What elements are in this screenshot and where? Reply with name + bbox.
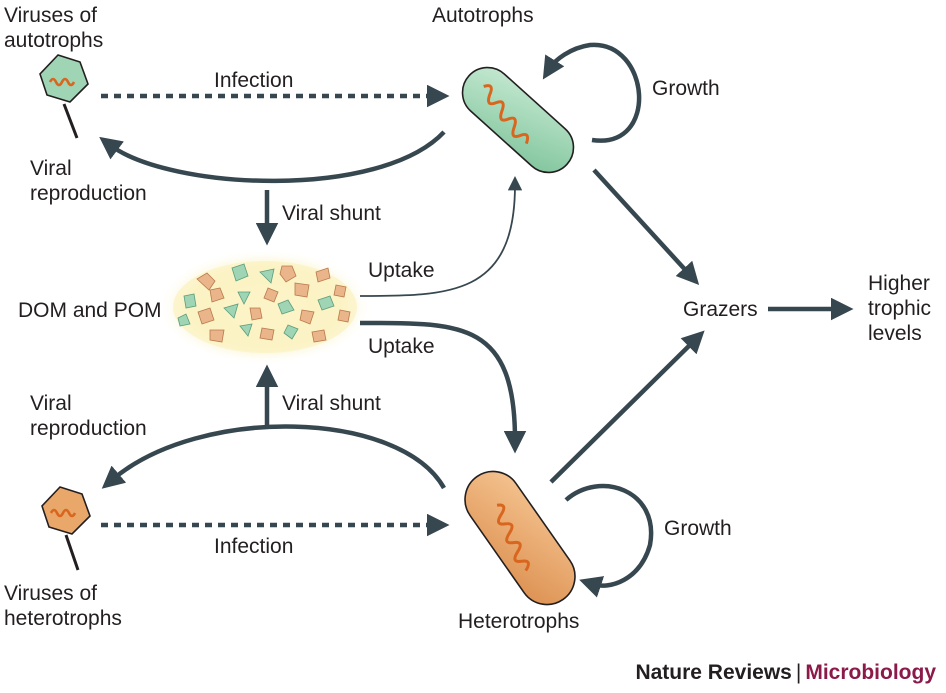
journal-section: Microbiology	[805, 661, 936, 684]
higher-trophic-label-line2: trophic	[868, 297, 931, 320]
growth-bottom-arrow	[564, 483, 654, 598]
grazers-label: Grazers	[683, 298, 758, 321]
viral-reproduction-top-label-line1: Viral	[30, 157, 72, 180]
viruses-autotrophs-label-line1: Viruses of	[4, 4, 97, 27]
growth-bottom-label: Growth	[664, 517, 732, 540]
heterotroph-virus-icon	[41, 486, 91, 571]
dom-pom-cloud-icon	[157, 249, 373, 365]
higher-trophic-label-line1: Higher	[868, 272, 930, 295]
autotroph-cell-icon	[461, 66, 575, 174]
uptake-top-arrow	[359, 176, 523, 297]
growth-top-label: Growth	[652, 77, 720, 100]
uptake-bottom-label: Uptake	[368, 335, 435, 358]
higher-trophic-label-line3: levels	[868, 322, 922, 345]
viral-shunt-top-label: Viral shunt	[282, 202, 381, 225]
uptake-bottom-arrow	[359, 320, 527, 454]
autotrophs-label: Autotrophs	[432, 4, 534, 27]
autotroph-virus-icon	[39, 54, 89, 139]
heterotroph-to-grazers-arrow	[549, 330, 705, 484]
dom-pom-label: DOM and POM	[18, 299, 162, 322]
growth-top-arrow	[542, 42, 642, 143]
infection-bottom-label: Infection	[214, 535, 293, 558]
viral-reproduction-top-arrow	[99, 130, 446, 184]
viruses-heterotrophs-label-line1: Viruses of	[4, 582, 97, 605]
infection-top-label: Infection	[214, 69, 293, 92]
viral-reproduction-top-label-line2: reproduction	[30, 182, 147, 205]
viruses-autotrophs-label-line2: autotrophs	[4, 29, 103, 52]
footer-separator: |	[795, 661, 802, 684]
heterotroph-cell-icon	[464, 470, 576, 606]
viruses-heterotrophs-label-line2: heterotrophs	[4, 607, 122, 630]
autotroph-to-grazers-arrow	[592, 168, 700, 285]
viral-reproduction-bottom-label-line1: Viral	[30, 392, 72, 415]
journal-name: Nature Reviews	[635, 661, 792, 684]
viral-shunt-bottom-label: Viral shunt	[282, 392, 381, 415]
journal-footer: Nature Reviews|Microbiology	[635, 661, 936, 685]
viral-reproduction-bottom-arrow	[101, 424, 446, 490]
heterotrophs-label: Heterotrophs	[458, 610, 579, 633]
viral-reproduction-bottom-label-line2: reproduction	[30, 417, 147, 440]
uptake-top-label: Uptake	[368, 259, 435, 282]
